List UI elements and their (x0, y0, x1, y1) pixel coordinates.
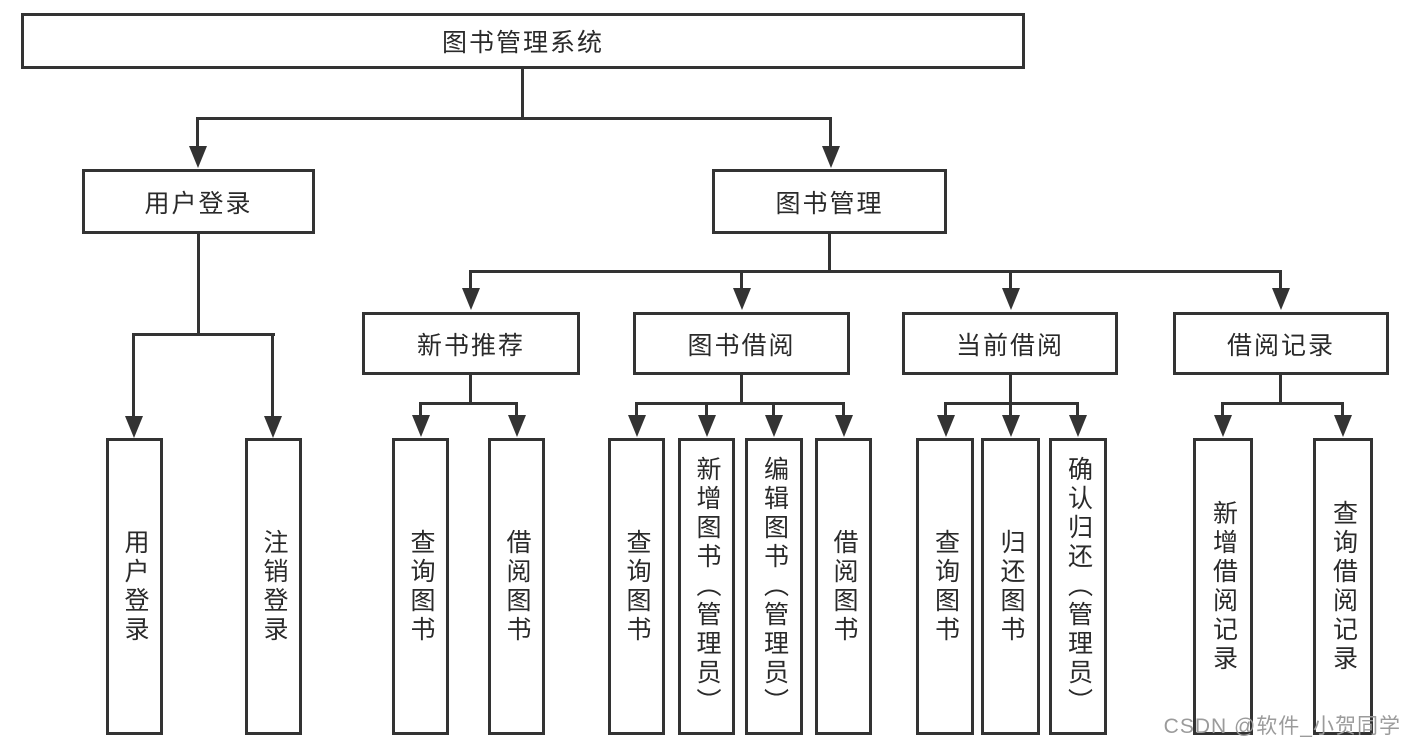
leaf-borrow-books-1-label: 借阅图书 (503, 528, 531, 645)
leaf-edit-book-admin-label: 编辑图书（管理员） (760, 456, 789, 717)
arrow-down-to-book-borrowing (740, 273, 743, 288)
connector-user-login-stem (197, 233, 200, 335)
arrow-down-to-leaf-logout (271, 336, 274, 416)
node-book-management: 图书管理 (712, 169, 947, 234)
arrow-down-to-user-login (196, 120, 199, 146)
leaf-query-books-1: 查询图书 (392, 438, 449, 735)
node-book-borrowing: 图书借阅 (633, 312, 850, 375)
leaf-query-books-2: 查询图书 (608, 438, 665, 735)
leaf-query-books-1-label: 查询图书 (407, 528, 435, 645)
connector-root-splitter (196, 117, 832, 120)
arrow-down-to-current-borrowing (1009, 273, 1012, 288)
node-new-book-recommendation-label: 新书推荐 (416, 331, 525, 360)
node-book-borrowing-label: 图书借阅 (687, 331, 796, 360)
arrow-down-to-new-book-recommendation (469, 273, 472, 288)
leaf-add-borrow-record-label: 新增借阅记录 (1209, 499, 1238, 674)
leaf-borrow-books-1: 借阅图书 (488, 438, 545, 735)
leaf-query-borrow-record: 查询借阅记录 (1313, 438, 1373, 735)
node-book-management-label: 图书管理 (775, 189, 884, 218)
arrow-down-to-query-borrow-record (1341, 405, 1344, 415)
connector-borrowing-splitter (635, 402, 845, 405)
connector-new-book-stem (469, 375, 472, 404)
leaf-return-book: 归还图书 (981, 438, 1040, 735)
leaf-borrow-books-2-label: 借阅图书 (830, 528, 858, 645)
leaf-edit-book-admin: 编辑图书（管理员） (745, 438, 803, 735)
leaf-user-login-label: 用户登录 (121, 528, 149, 645)
connector-root-stem (521, 68, 524, 118)
leaf-confirm-return-admin: 确认归还（管理员） (1049, 438, 1107, 735)
leaf-logout: 注销登录 (245, 438, 302, 735)
connector-borrowing-stem (740, 375, 743, 404)
node-borrowing-records: 借阅记录 (1173, 312, 1389, 375)
node-new-book-recommendation: 新书推荐 (362, 312, 580, 375)
arrow-down-to-borrow-books-1 (515, 405, 518, 415)
arrow-down-to-query-books-1 (419, 405, 422, 415)
leaf-query-books-3: 查询图书 (916, 438, 974, 735)
leaf-logout-label: 注销登录 (260, 528, 288, 645)
connector-records-stem (1279, 375, 1282, 404)
node-current-borrowing-label: 当前借阅 (955, 331, 1064, 360)
arrow-down-to-add-book (705, 405, 708, 415)
leaf-user-login: 用户登录 (106, 438, 163, 735)
arrow-down-to-leaf-user-login (132, 336, 135, 416)
arrow-down-to-edit-book (772, 405, 775, 415)
connector-user-login-splitter (132, 333, 275, 336)
arrow-down-to-return-book (1009, 405, 1012, 415)
connector-records-splitter (1221, 402, 1344, 405)
node-library-management-system-label: 图书管理系统 (441, 29, 604, 57)
node-library-management-system: 图书管理系统 (21, 13, 1025, 69)
leaf-borrow-books-2: 借阅图书 (815, 438, 872, 735)
leaf-add-book-admin-label: 新增图书（管理员） (693, 456, 721, 717)
node-current-borrowing: 当前借阅 (902, 312, 1118, 375)
node-borrowing-records-label: 借阅记录 (1226, 331, 1335, 360)
arrow-down-to-add-borrow-record (1221, 405, 1224, 415)
connector-current-splitter (944, 402, 1079, 405)
connector-current-stem (1009, 375, 1012, 404)
watermark-text: CSDN @软件_小贺同学 (1163, 715, 1401, 738)
node-user-login-label: 用户登录 (144, 189, 253, 218)
arrow-down-to-query-books-3 (944, 405, 947, 415)
arrow-down-to-borrow-books-2 (842, 405, 845, 415)
leaf-add-borrow-record: 新增借阅记录 (1193, 438, 1253, 735)
connector-book-management-splitter (469, 270, 1282, 273)
leaf-query-books-2-label: 查询图书 (623, 528, 651, 645)
arrow-down-to-query-books-2 (635, 405, 638, 415)
leaf-confirm-return-admin-label: 确认归还（管理员） (1064, 456, 1093, 717)
connector-new-book-splitter (419, 402, 518, 405)
arrow-down-to-book-management (829, 120, 832, 146)
leaf-query-borrow-record-label: 查询借阅记录 (1329, 499, 1358, 674)
leaf-return-book-label: 归还图书 (997, 528, 1025, 645)
leaf-query-books-3-label: 查询图书 (931, 528, 960, 645)
leaf-add-book-admin: 新增图书（管理员） (678, 438, 735, 735)
arrow-down-to-borrowing-records (1279, 273, 1282, 288)
connector-book-management-stem (828, 234, 831, 273)
arrow-down-to-confirm-return (1076, 405, 1079, 415)
node-user-login: 用户登录 (82, 169, 315, 234)
